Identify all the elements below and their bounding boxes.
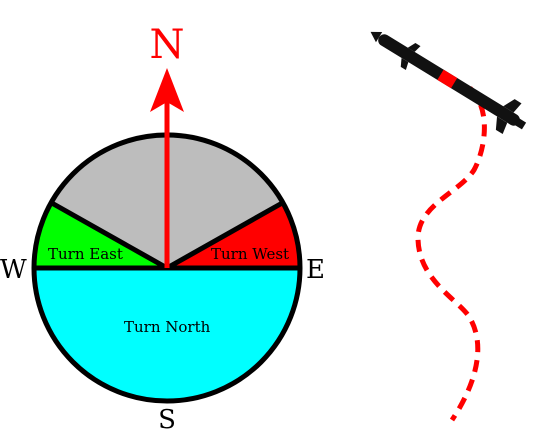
- missile-icon: [370, 31, 527, 135]
- turn-east-label: Turn East: [48, 245, 123, 263]
- north-arrow-icon: [150, 68, 184, 268]
- compass: Turn East Turn West Turn North N W E S: [0, 22, 325, 432]
- west-divider: [48, 199, 169, 271]
- east-divider: [165, 199, 286, 271]
- missile-trail: [415, 86, 487, 422]
- south-label: S: [158, 405, 176, 432]
- turn-north-label: Turn North: [124, 318, 211, 336]
- north-label: N: [150, 22, 185, 68]
- turn-west-label: Turn West: [211, 245, 289, 263]
- west-label: W: [0, 255, 27, 285]
- east-label: E: [306, 255, 325, 285]
- turn-north-sector: [34, 268, 300, 401]
